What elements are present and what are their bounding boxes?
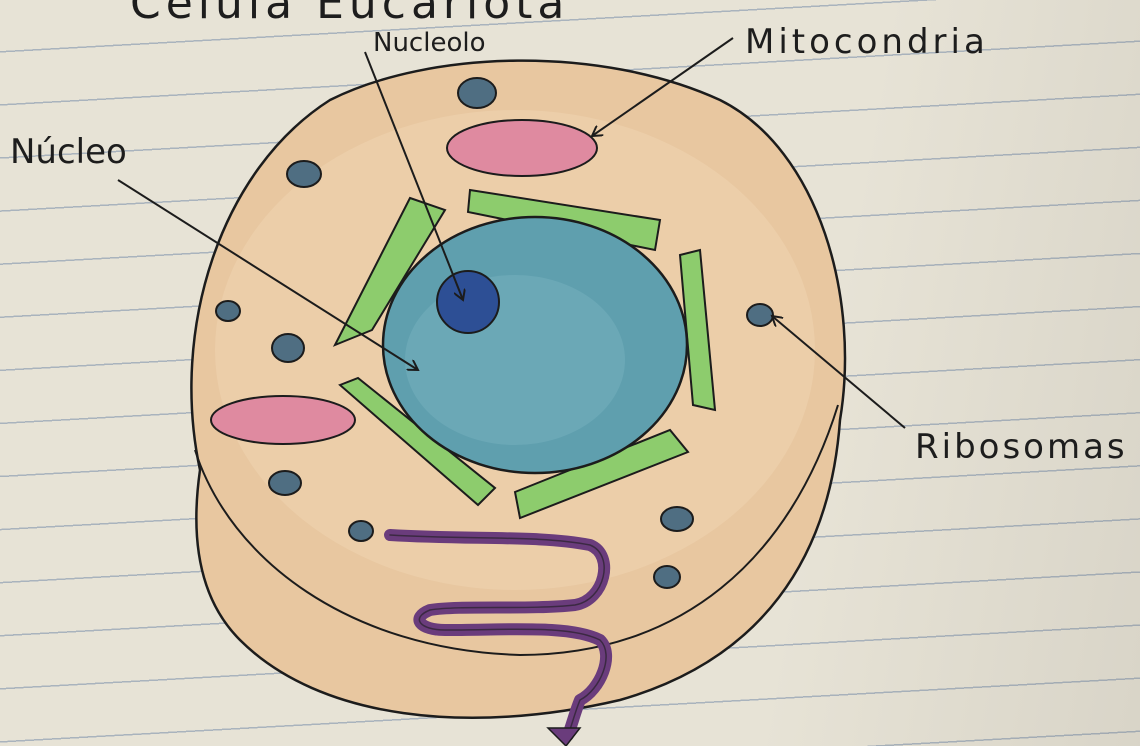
- ribosome: [654, 566, 680, 588]
- label-ribosomas: Ribosomas: [915, 430, 1128, 464]
- ribosome: [661, 507, 693, 531]
- ribosome: [269, 471, 301, 495]
- ribosome: [458, 78, 496, 108]
- label-nucleo: Núcleo: [10, 135, 127, 169]
- ribosome: [216, 301, 240, 321]
- ribosome: [747, 304, 773, 326]
- label-nucleolo: Nucleolo: [373, 30, 485, 56]
- golgi-arrow-tip: [548, 728, 580, 746]
- ribosome: [287, 161, 321, 187]
- diagram-title: Celula Eucariota: [130, 0, 569, 26]
- nucleolus: [437, 271, 499, 333]
- mitochondrion: [447, 120, 597, 176]
- ribosome: [349, 521, 373, 541]
- ribosome: [272, 334, 304, 362]
- mitochondrion: [211, 396, 355, 444]
- label-mitocondria: Mitocondria: [745, 25, 989, 59]
